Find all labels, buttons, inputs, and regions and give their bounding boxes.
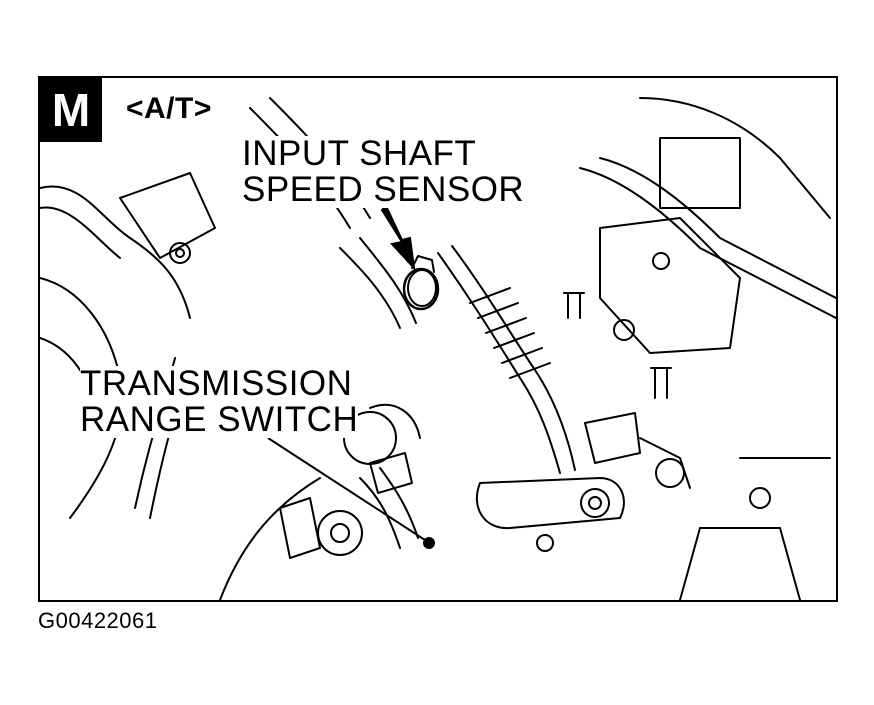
callout-line: SPEED SENSOR [242, 170, 525, 209]
lower-harness [359, 477, 401, 549]
ball-joint [655, 458, 685, 488]
diagram-frame: M <A/T> INPUT SHAFT SPEED SENSOR TRANSMI… [38, 76, 838, 602]
sensor-arrow [380, 204, 416, 272]
lever-pivot [536, 534, 554, 552]
shift-cable [437, 252, 561, 474]
callout-line: TRANSMISSION [80, 364, 353, 403]
lower-connector [369, 452, 413, 494]
range-switch-dot [423, 537, 435, 549]
range-switch-lever [475, 477, 625, 530]
callout-line: INPUT SHAFT [242, 134, 477, 173]
variant-label: <A/T> [124, 92, 214, 126]
range-switch-leader [267, 437, 429, 543]
right-bracket [599, 217, 741, 354]
bracket-hole [613, 319, 635, 341]
right-housing [639, 97, 831, 219]
left-hose [40, 185, 191, 319]
callout-transmission-range-switch: TRANSMISSION RANGE SWITCH [80, 364, 359, 439]
left-hose-2 [40, 206, 121, 259]
input-shaft-speed-sensor-body [407, 269, 437, 307]
cable-boot [469, 287, 551, 379]
lower-knob [317, 510, 363, 556]
figure-code: G00422061 [38, 608, 158, 633]
lever-nut [580, 488, 610, 518]
stud-head [652, 252, 670, 270]
connector-harness [339, 247, 401, 329]
sensor-plug [411, 255, 435, 273]
stud-1 [563, 292, 585, 319]
leaders [267, 204, 440, 549]
left-bracket [119, 172, 216, 259]
stud-2 [650, 367, 672, 399]
callout-input-shaft-speed-sensor: INPUT SHAFT SPEED SENSOR [242, 134, 525, 209]
callout-line: RANGE SWITCH [80, 400, 359, 439]
switch-connector [584, 412, 641, 464]
left-bolt [169, 242, 191, 264]
section-badge: M [40, 78, 102, 142]
housing-curve [219, 477, 321, 600]
sensor-highlight-ring [402, 267, 440, 311]
